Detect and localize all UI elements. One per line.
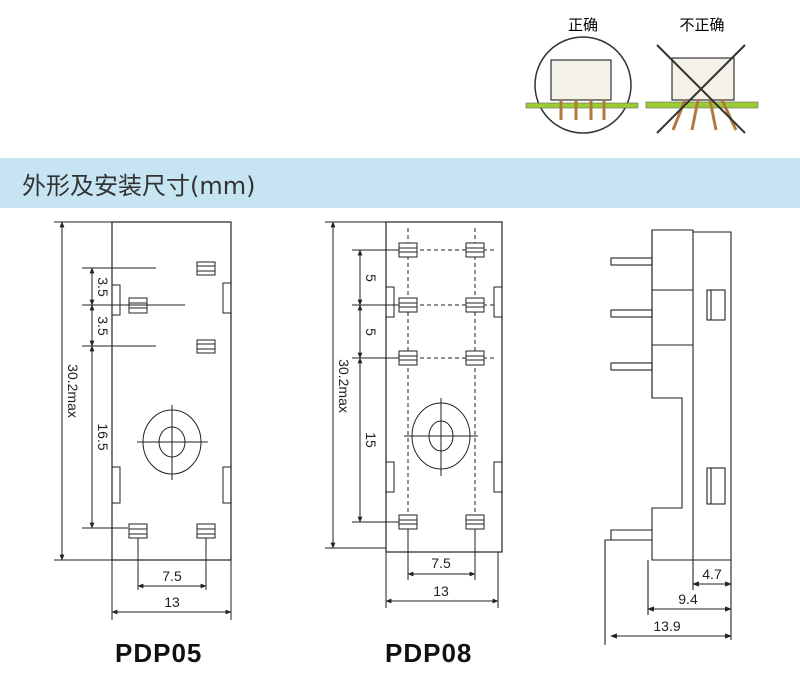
incorrect-label: 不正确 [679, 17, 724, 34]
side-view-dimensions: 4.7 9.4 13.9 [653, 566, 722, 634]
pdp05-dim-pitch-b: 3.5 [95, 316, 111, 336]
side-dim-b: 9.4 [678, 591, 698, 607]
side-view-drawing [604, 229, 732, 645]
section-header-bar: 外形及安装尺寸(mm) [0, 158, 800, 208]
pdp05-dimensions: 30.2max 3.5 3.5 16.5 7.5 13 [65, 277, 182, 610]
pdp05-dim-pitch-a: 3.5 [95, 277, 111, 297]
pdp05-dim-overall: 30.2max [65, 364, 81, 418]
incorrect-mounting-illustration: 不正确 [645, 17, 759, 134]
pdp08-dim-overall: 30.2max [336, 359, 352, 413]
pdp05-drawing [54, 221, 232, 620]
pdp08-dim-pitch-b: 5 [363, 328, 379, 336]
pdp08-dim-pitch-a: 5 [363, 274, 379, 282]
pdp08-dim-width-outer: 13 [433, 583, 449, 599]
pdp08-dim-width-inner: 7.5 [431, 555, 451, 571]
side-dim-c: 13.9 [653, 618, 680, 634]
model-label-pdp05: PDP05 [115, 638, 203, 668]
correct-mounting-illustration: 正确 [525, 17, 639, 134]
correct-label: 正确 [568, 17, 598, 34]
pdp08-dimensions: 30.2max 5 5 15 7.5 13 [336, 274, 451, 599]
model-label-pdp08: PDP08 [385, 638, 473, 668]
side-dim-a: 4.7 [702, 566, 722, 582]
pdp08-drawing [325, 221, 503, 608]
pdp05-dim-width-outer: 13 [164, 594, 180, 610]
pdp05-dim-width-inner: 7.5 [162, 568, 182, 584]
pdp08-dim-pitch-c: 15 [363, 432, 379, 448]
pdp05-dim-pitch-c: 16.5 [95, 423, 111, 450]
section-title: 外形及安装尺寸(mm) [22, 172, 256, 200]
